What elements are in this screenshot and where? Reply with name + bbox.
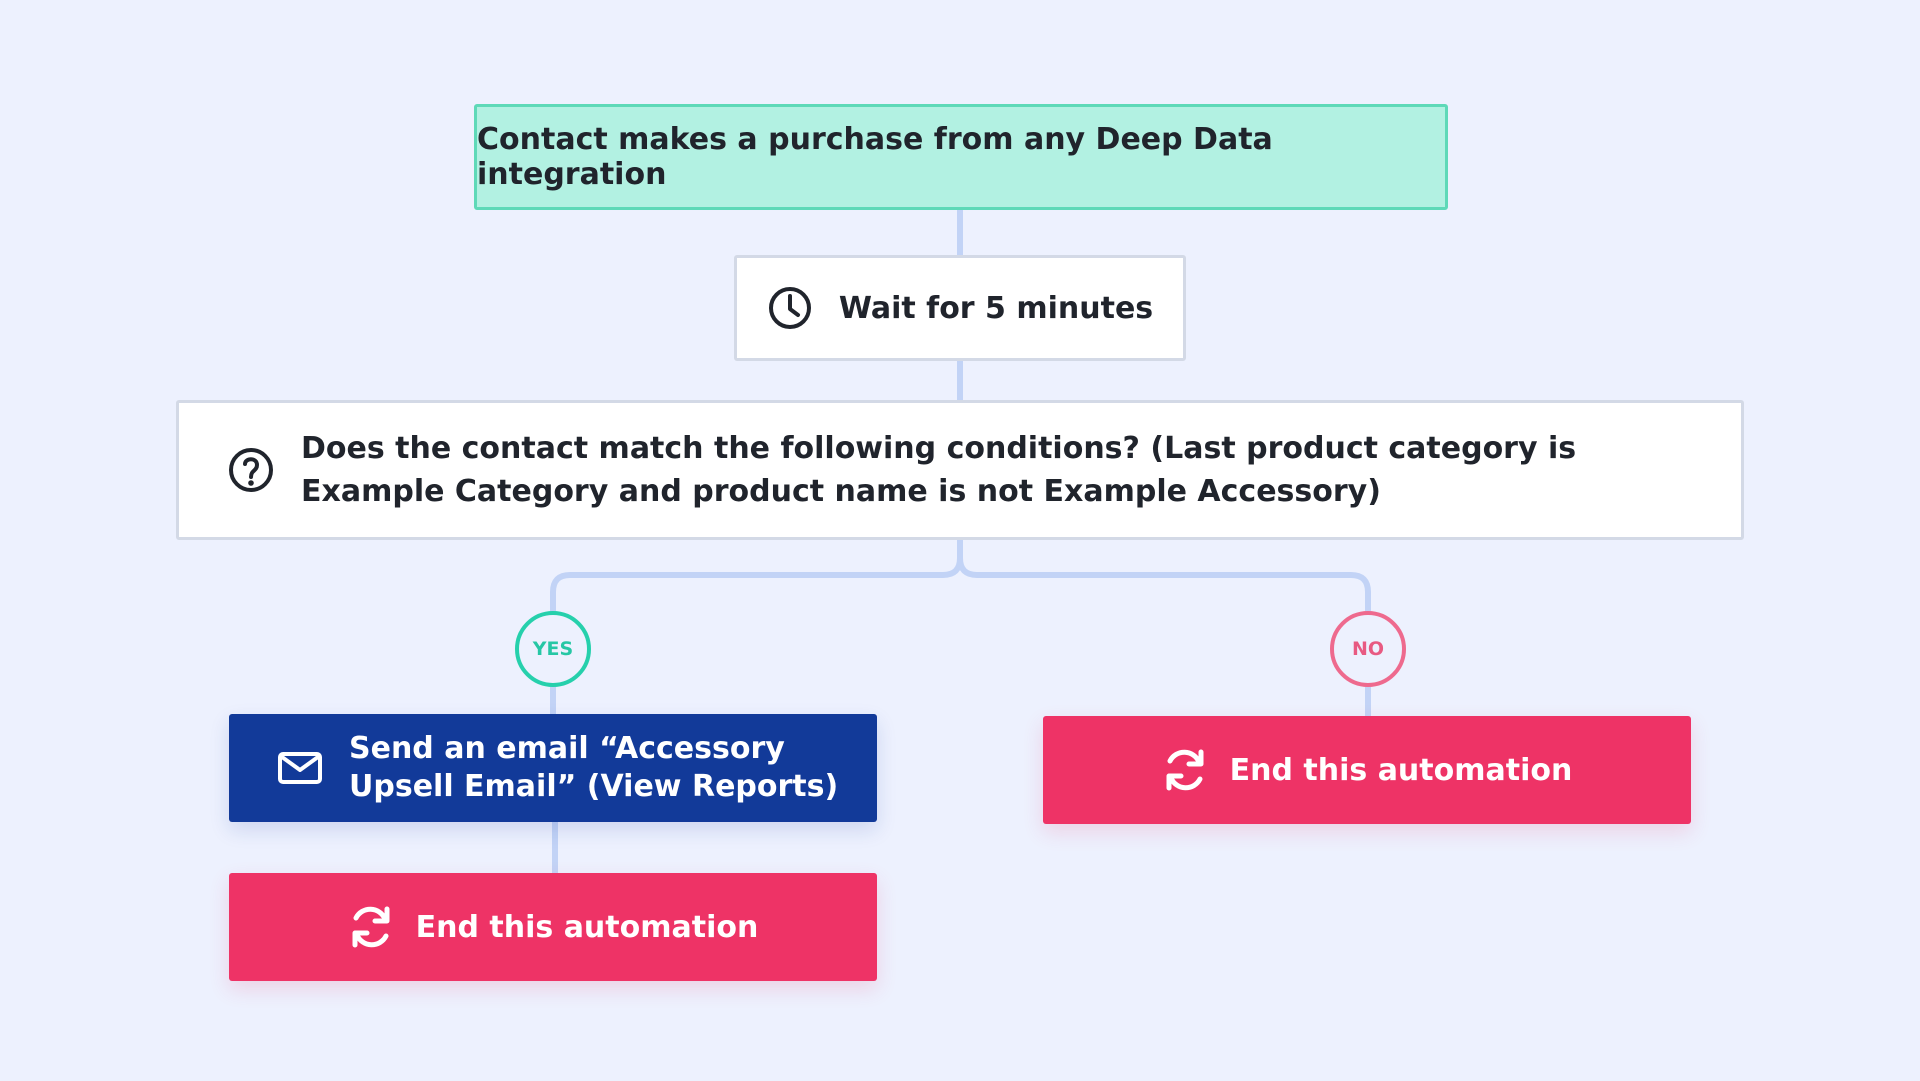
condition-no-connector [957, 555, 1371, 614]
yes-branch-label: YES [532, 638, 574, 660]
no-branch-label: NO [1351, 638, 1385, 660]
end-automation-yes-label: End this automation [415, 909, 759, 945]
envelope-icon [277, 750, 323, 786]
send-email-action[interactable]: Send an email “Accessory Upsell Email” (… [229, 714, 877, 822]
condition-split-connector [550, 537, 963, 614]
clock-icon [767, 285, 813, 331]
wait-step[interactable]: Wait for 5 minutes [734, 255, 1186, 361]
end-automation-no-label: End this automation [1229, 752, 1573, 788]
question-circle-icon [227, 446, 275, 494]
no-branch-badge[interactable]: NO [1330, 611, 1406, 687]
end-automation-yes-action[interactable]: End this automation [229, 873, 877, 981]
send-email-label: Send an email “Accessory Upsell Email” (… [349, 731, 839, 804]
trigger-label: Contact makes a purchase from any Deep D… [477, 122, 1273, 192]
wait-label: Wait for 5 minutes [838, 290, 1154, 326]
condition-label: Does the contact match the following con… [301, 431, 1577, 509]
trigger-node[interactable]: Contact makes a purchase from any Deep D… [474, 104, 1448, 210]
yes-branch-badge[interactable]: YES [515, 611, 591, 687]
condition-step[interactable]: Does the contact match the following con… [176, 400, 1744, 540]
refresh-icon [1162, 747, 1208, 793]
refresh-icon [348, 904, 394, 950]
end-automation-no-action[interactable]: End this automation [1043, 716, 1691, 824]
